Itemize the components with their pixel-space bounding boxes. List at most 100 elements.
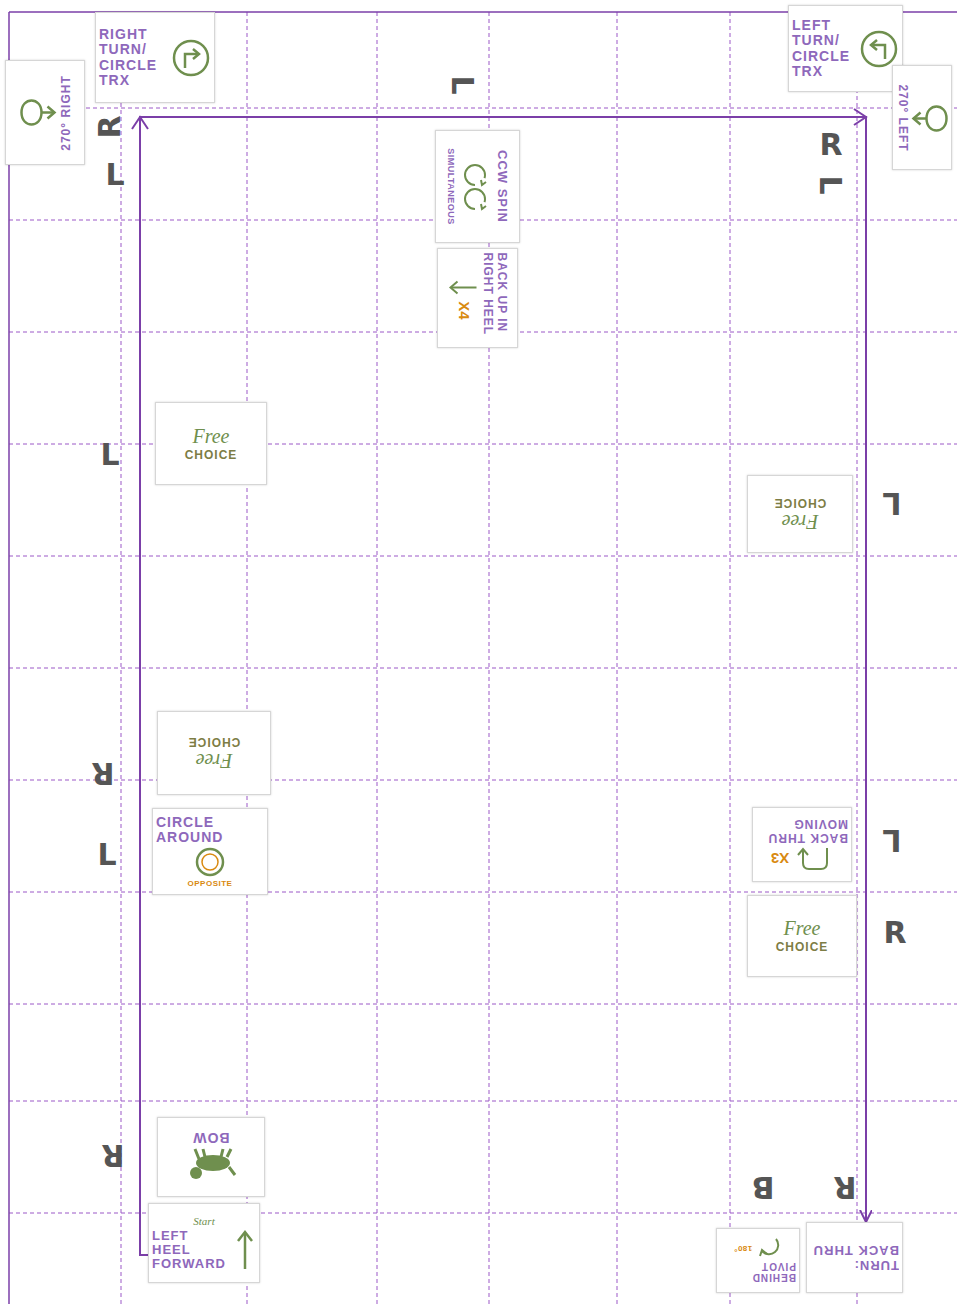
sign-icon xyxy=(756,1238,782,1260)
sign-text: SIMULTANEOUS xyxy=(446,148,456,225)
sign-text: 270° LEFT xyxy=(894,84,907,151)
sign-row: SIMULTANEOUS xyxy=(446,134,456,239)
sign-content: BOW xyxy=(157,1117,265,1197)
sign-card: StartLEFT HEEL FORWARD xyxy=(148,1203,260,1283)
sign-row: 270° LEFT xyxy=(894,69,907,166)
side-letter: R xyxy=(880,915,910,951)
sign-card: CCW SPIN SIMULTANEOUS xyxy=(435,130,520,243)
side-letter: R xyxy=(88,755,118,791)
sign-row: X3 xyxy=(756,846,848,872)
sign-row: TURN: BACK THRU xyxy=(810,1243,899,1272)
sign-content: FreeCHOICE xyxy=(747,895,857,977)
side-letter: L xyxy=(444,70,480,100)
sign-card: RIGHT TURN/ CIRCLE TRX xyxy=(95,12,215,103)
side-letter: L xyxy=(877,822,907,858)
sign-row: CHOICE xyxy=(159,448,263,462)
sign-text: 180° xyxy=(734,1244,753,1253)
sign-text: Free xyxy=(192,426,229,446)
sign-card: BOW xyxy=(157,1117,265,1197)
sign-card: FreeCHOICE xyxy=(155,402,267,485)
sign-content: Free CHOICE xyxy=(157,711,271,795)
sign-row xyxy=(17,64,57,161)
sign-icon xyxy=(185,1147,237,1185)
sign-icon xyxy=(458,162,492,212)
sign-icon xyxy=(458,162,492,212)
sign-icon xyxy=(195,847,225,877)
sign-icon xyxy=(448,277,478,297)
sign-text: TURN: BACK THRU xyxy=(810,1243,899,1272)
sign-content: TURN: BACK THRU xyxy=(806,1222,903,1293)
sign-card: BEHIND PIVOT 180° xyxy=(716,1228,800,1293)
sign-row: Free xyxy=(161,751,267,771)
sign-text: CIRCLE AROUND xyxy=(156,815,264,846)
sign-content: CIRCLE AROUND OPPOSITE xyxy=(152,808,268,895)
sign-row: X4 xyxy=(448,252,478,344)
side-letter: B xyxy=(748,1169,778,1205)
sign-icon xyxy=(910,100,950,136)
sign-card: FreeCHOICE xyxy=(747,895,857,977)
sign-icon xyxy=(195,847,225,877)
sign-text: X4 xyxy=(455,301,472,319)
sign-row: LEFT HEEL FORWARD xyxy=(152,1229,256,1272)
sign-icon xyxy=(234,1229,256,1271)
side-letter: L xyxy=(95,437,125,473)
side-letter: R xyxy=(816,127,846,163)
sign-content: 270° LEFT xyxy=(892,65,952,170)
sign-text: RIGHT TURN/ CIRCLE TRX xyxy=(99,27,167,89)
sign-content: RIGHT TURN/ CIRCLE TRX xyxy=(95,12,215,103)
sign-icon xyxy=(171,38,211,78)
sign-text: LEFT TURN/ CIRCLE TRX xyxy=(792,18,855,80)
sign-row: 270° RIGHT xyxy=(59,64,72,161)
sign-row: OPPOSITE xyxy=(156,879,264,888)
sign-text: OPPOSITE xyxy=(188,879,233,888)
sign-icon xyxy=(171,38,211,78)
sign-card: Free CHOICE xyxy=(747,475,853,553)
sign-row xyxy=(156,847,264,877)
sign-text: CHOICE xyxy=(188,735,241,749)
sign-row: CHOICE xyxy=(161,735,267,749)
sign-icon xyxy=(185,1147,237,1185)
sign-row xyxy=(161,1147,261,1185)
course-path xyxy=(140,117,866,1255)
side-letter: R xyxy=(830,1169,860,1205)
sign-text: CHOICE xyxy=(774,496,827,510)
sign-icon xyxy=(793,846,833,872)
sign-row xyxy=(910,69,950,166)
sign-card: Free CHOICE xyxy=(157,711,271,795)
sign-row: Free xyxy=(159,426,263,446)
sign-icon xyxy=(17,95,57,131)
sign-text: BACK THRU MOVING xyxy=(756,817,848,843)
sign-icon xyxy=(234,1229,256,1271)
sign-card: CIRCLE AROUND OPPOSITE xyxy=(152,808,268,895)
sign-icon xyxy=(756,1238,782,1260)
sign-icon xyxy=(859,29,899,69)
sign-row: CIRCLE AROUND xyxy=(156,815,264,846)
sign-row: 180° xyxy=(720,1238,796,1260)
side-letter: R xyxy=(92,112,128,142)
sign-icon xyxy=(17,95,57,131)
sign-content: X3 BACK THRU MOVING xyxy=(752,807,852,882)
sign-row: Free xyxy=(751,918,853,938)
sign-content: FreeCHOICE xyxy=(155,402,267,485)
sign-content: StartLEFT HEEL FORWARD xyxy=(148,1203,260,1283)
sign-row: Free xyxy=(751,512,849,532)
sign-content: BEHIND PIVOT 180° xyxy=(716,1228,800,1293)
direction-arrowheads xyxy=(132,109,866,129)
sign-row: RIGHT TURN/ CIRCLE TRX xyxy=(99,27,211,89)
sign-row: BACK THRU MOVING xyxy=(756,817,848,843)
sign-row: Start xyxy=(152,1215,256,1227)
sign-icon xyxy=(793,846,833,872)
side-letter: L xyxy=(877,485,907,521)
sign-text: CHOICE xyxy=(776,940,829,954)
sign-row: BACK UP IN RIGHT HEEL xyxy=(480,252,506,344)
sign-text: BOW xyxy=(192,1129,229,1144)
side-letter: L xyxy=(812,170,848,200)
sign-text: CCW SPIN xyxy=(494,150,508,223)
sign-text: Free xyxy=(196,751,233,771)
sign-text: Free xyxy=(782,512,819,532)
sign-text: Start xyxy=(193,1215,214,1227)
sign-content: CCW SPIN SIMULTANEOUS xyxy=(435,130,520,243)
sign-row: BEHIND PIVOT xyxy=(720,1262,796,1284)
sign-card: 270° LEFT xyxy=(892,65,952,170)
